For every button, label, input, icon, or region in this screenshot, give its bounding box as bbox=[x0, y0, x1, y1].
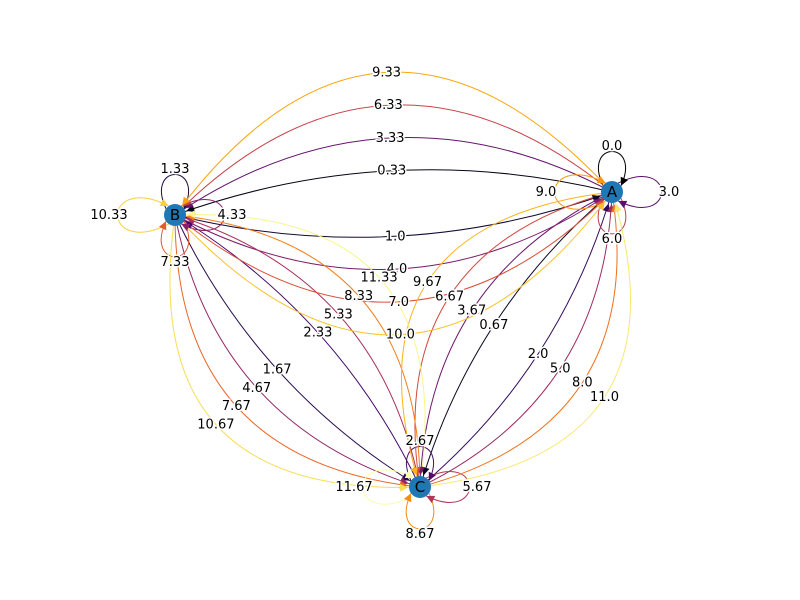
self-loop-edge bbox=[405, 446, 435, 481]
edge-labels: 0.0 0.33 0.67 1.0 1.33 1.67 2.0 2.33 2.67 3.0 3.33… bbox=[89, 64, 681, 544]
edge bbox=[174, 191, 613, 336]
edge-weight-label: 0.67 bbox=[479, 318, 508, 333]
edge bbox=[419, 191, 632, 488]
arrowhead-icon bbox=[618, 200, 628, 209]
self-loop-edge bbox=[362, 469, 414, 505]
self-loop-edge bbox=[618, 176, 662, 208]
edge-weight-label: 6.0 bbox=[602, 232, 623, 247]
edge-arrows bbox=[158, 175, 628, 504]
self-loop-edge bbox=[554, 174, 606, 210]
edge-weight-label: 2.67 bbox=[406, 434, 435, 449]
edges bbox=[117, 71, 662, 530]
edge-weight-label: 10.0 bbox=[386, 328, 415, 343]
edge-weight-label: 2.0 bbox=[528, 347, 549, 362]
node-a bbox=[601, 181, 623, 203]
edge bbox=[174, 214, 421, 488]
edge bbox=[419, 191, 613, 488]
edge-weight-label: 10.67 bbox=[197, 418, 234, 433]
edge-weight-label: 7.67 bbox=[222, 399, 251, 414]
edge bbox=[174, 214, 421, 488]
arrowhead-icon bbox=[620, 176, 628, 186]
self-loop-edge bbox=[426, 471, 470, 503]
edge-weight-label: 1.33 bbox=[161, 162, 190, 177]
edge-weight-label: 9.0 bbox=[536, 185, 557, 200]
edge-weight-label: 8.67 bbox=[406, 527, 435, 542]
edge-weight-label: 11.33 bbox=[360, 271, 397, 286]
edge bbox=[174, 169, 613, 216]
node-label-b: B bbox=[170, 206, 180, 224]
edge-weight-label: 4.67 bbox=[242, 381, 271, 396]
arrowhead-icon bbox=[428, 471, 436, 481]
node-label-c: C bbox=[415, 478, 425, 496]
edge bbox=[174, 191, 613, 303]
edge-weight-label: 3.67 bbox=[457, 304, 486, 319]
node-b bbox=[164, 204, 186, 226]
self-loop-edge bbox=[597, 151, 627, 186]
arrowhead-icon bbox=[186, 210, 196, 219]
nodes: A B C bbox=[164, 181, 623, 498]
node-c bbox=[409, 476, 431, 498]
edge bbox=[400, 191, 613, 488]
edge-weight-label: 1.67 bbox=[263, 362, 292, 377]
edge-weight-label: 11.67 bbox=[335, 480, 372, 495]
edge-weight-label: 11.0 bbox=[590, 390, 619, 405]
edge bbox=[419, 191, 613, 488]
arrowhead-icon bbox=[181, 223, 191, 232]
edge bbox=[169, 214, 421, 488]
self-loop-edge bbox=[160, 221, 190, 258]
self-loop-edge bbox=[117, 197, 169, 233]
edge-weight-label: 7.33 bbox=[161, 255, 190, 270]
edge-weight-label: 10.33 bbox=[90, 208, 127, 223]
edge bbox=[174, 214, 421, 488]
edge-weight-label: 5.33 bbox=[324, 307, 353, 322]
edge bbox=[174, 214, 421, 488]
arrowhead-icon bbox=[596, 175, 606, 183]
edge-weight-label: 8.0 bbox=[572, 376, 593, 391]
edge-weight-label: 3.0 bbox=[659, 185, 680, 200]
edge bbox=[419, 191, 613, 488]
edge bbox=[174, 214, 426, 488]
arrowhead-icon bbox=[426, 495, 436, 504]
edge-weight-label: 3.33 bbox=[376, 131, 405, 146]
edge-weight-label: 6.67 bbox=[435, 289, 464, 304]
edge bbox=[419, 191, 618, 488]
edge-weight-label: 0.33 bbox=[377, 164, 406, 179]
edge-weight-label: 5.0 bbox=[550, 361, 571, 376]
edge-weight-label: 4.33 bbox=[218, 208, 247, 223]
edge bbox=[174, 214, 421, 488]
edge bbox=[174, 214, 421, 488]
edge bbox=[174, 191, 613, 270]
arrowhead-icon bbox=[399, 483, 409, 492]
edge-weight-label: 1.0 bbox=[385, 229, 406, 244]
edge-weight-label: 2.33 bbox=[303, 326, 332, 341]
edge bbox=[174, 191, 613, 238]
arrowhead-icon bbox=[614, 203, 622, 213]
arrowhead-icon bbox=[410, 466, 418, 476]
edge-weight-label: 5.67 bbox=[463, 480, 492, 495]
arrowhead-icon bbox=[403, 493, 412, 503]
edge-weight-label: 9.33 bbox=[372, 65, 401, 80]
edge-weight-label: 4.0 bbox=[387, 262, 408, 277]
edge bbox=[419, 191, 613, 488]
self-loop-edge bbox=[405, 493, 435, 530]
arrowhead-icon bbox=[159, 198, 169, 206]
edge-weight-label: 9.67 bbox=[413, 275, 442, 290]
arrowhead-icon bbox=[182, 196, 191, 206]
arrowhead-icon bbox=[596, 201, 605, 211]
edge bbox=[414, 191, 613, 488]
edge bbox=[174, 71, 613, 216]
node-label-a: A bbox=[607, 183, 618, 201]
edge-weight-label: 7.0 bbox=[388, 295, 409, 310]
edge-weight-label: 6.33 bbox=[374, 98, 403, 113]
arrowhead-icon bbox=[158, 221, 167, 231]
self-loop-edge bbox=[160, 174, 190, 209]
edge bbox=[174, 137, 613, 216]
edge-weight-label: 0.0 bbox=[602, 139, 623, 154]
arrowhead-icon bbox=[404, 470, 414, 478]
self-loop-edge bbox=[597, 198, 627, 235]
edge-weight-label: 8.33 bbox=[344, 289, 373, 304]
edge bbox=[174, 104, 613, 216]
